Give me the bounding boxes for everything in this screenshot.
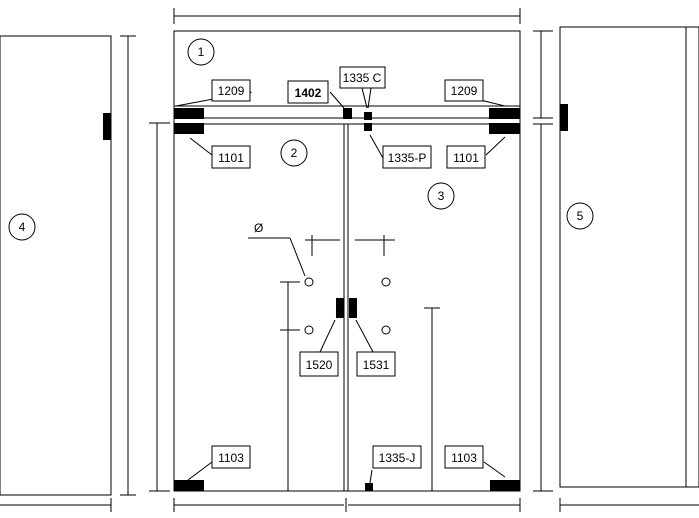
callout-1103-right: 1103 (444, 445, 484, 469)
handle-details (248, 235, 440, 491)
top-dimension-line (173, 8, 521, 24)
fittings (174, 108, 520, 491)
handle-hole-right-bottom (381, 325, 391, 335)
callout-1531-text: 1531 (363, 358, 390, 372)
fitting-1335p-block (364, 123, 372, 131)
callout-1335j-text: 1335-J (379, 451, 416, 465)
callout-1335j: 1335-J (372, 445, 422, 469)
callout-1101-left: 1101 (211, 145, 251, 169)
callout-1209-right-text: 1209 (451, 84, 478, 98)
callout-1209-left: 1209 (211, 79, 251, 102)
lock-1531-block (349, 298, 357, 318)
fitting-1103-right-block (490, 480, 520, 491)
callout-1335c: 1335 C (339, 66, 386, 89)
callout-1209-right: 1209 (444, 79, 484, 102)
side-panel-right (533, 26, 699, 512)
panel-clamp-right (560, 104, 568, 131)
circle-5-text: 5 (577, 209, 584, 223)
callout-1101-right-text: 1101 (453, 151, 479, 165)
fitting-1402-block (343, 108, 352, 119)
callout-1520: 1520 (299, 351, 339, 377)
callout-1209-left-text: 1209 (218, 84, 245, 98)
door-height-dimension-left (149, 122, 170, 492)
lock-1520-block (336, 298, 344, 318)
callout-1335p-text: 1335-P (388, 151, 427, 165)
bottom-door-dimensions (173, 498, 521, 512)
callout-1520-text: 1520 (306, 358, 333, 372)
circle-3: 3 (427, 182, 455, 210)
callout-1531: 1531 (356, 351, 396, 377)
circle-2-text: 2 (291, 146, 298, 160)
callout-1103-right-text: 1103 (451, 451, 477, 465)
callout-1335p: 1335-P (382, 145, 432, 169)
callout-1103-left: 1103 (211, 445, 251, 469)
fitting-1335j-block (365, 483, 373, 491)
fitting-1101-left-block (174, 123, 204, 134)
circle-1-text: 1 (198, 45, 205, 59)
fitting-1103-left-block (174, 480, 204, 491)
callout-1101-right: 1101 (446, 145, 486, 169)
circle-1: 1 (187, 38, 215, 66)
fitting-1101-right-block (489, 123, 520, 134)
handle-hole-left-bottom (304, 325, 314, 335)
circle-4: 4 (8, 213, 36, 241)
circle-2: 2 (280, 139, 308, 167)
fitting-1335c-block (364, 112, 372, 120)
fitting-1209-left-block (174, 108, 204, 119)
callout-1103-left-text: 1103 (218, 451, 244, 465)
callout-1335c-text: 1335 C (343, 71, 382, 85)
callout-1402: 1402 (287, 80, 329, 104)
diameter-symbol: Ø (254, 221, 263, 235)
circle-3-text: 3 (438, 189, 445, 203)
handle-hole-left-top (304, 277, 314, 287)
circle-4-text: 4 (19, 220, 26, 234)
circle-5: 5 (566, 202, 594, 230)
side-panel-left (0, 35, 136, 512)
callout-1402-text: 1402 (295, 86, 322, 100)
fitting-1209-right-block (489, 108, 520, 119)
callout-1101-left-text: 1101 (218, 151, 244, 165)
panel-clamp-left (103, 113, 111, 140)
handle-hole-right-top (381, 277, 391, 287)
